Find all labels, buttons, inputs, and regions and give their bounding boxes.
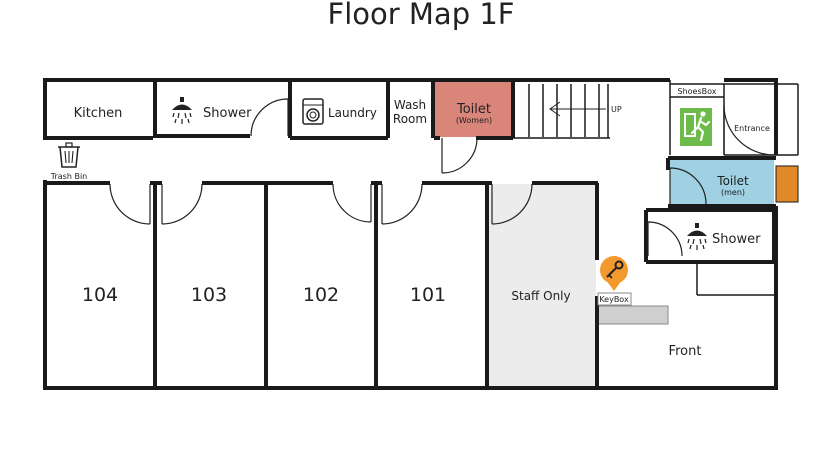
room-101-label: 101 bbox=[410, 284, 446, 306]
walls bbox=[43, 78, 778, 390]
wash-room-label-line1: Wash bbox=[394, 98, 426, 112]
toilet-men-sublabel: (men) bbox=[721, 188, 745, 197]
staff-area-fill bbox=[488, 184, 596, 388]
stairs: UP bbox=[528, 84, 622, 137]
page-title: Floor Map 1F bbox=[328, 0, 515, 31]
entrance-label: Entrance bbox=[734, 124, 770, 133]
shower-label: Shower bbox=[203, 106, 252, 121]
trash-bin-icon bbox=[58, 142, 80, 168]
wash-room-label-line2: Room bbox=[393, 112, 427, 126]
laundry-label: Laundry bbox=[328, 106, 377, 120]
key-box-label: KeyBox bbox=[599, 295, 629, 304]
exit-sign-icon bbox=[680, 108, 712, 146]
front-label: Front bbox=[669, 344, 702, 359]
toilet-men-label: Toilet bbox=[716, 174, 749, 188]
toilet-women-fill bbox=[434, 82, 513, 137]
kitchen-label: Kitchen bbox=[74, 106, 123, 121]
front-counter bbox=[597, 305, 669, 325]
room-102-label: 102 bbox=[303, 284, 339, 306]
shower-icon-right bbox=[687, 223, 707, 250]
stairs-up-label: UP bbox=[611, 105, 622, 114]
staff-only-label: Staff Only bbox=[511, 289, 570, 303]
outside-door-block bbox=[775, 165, 799, 203]
key-box-marker bbox=[597, 292, 632, 306]
toilet-men-fill bbox=[670, 160, 774, 207]
shoes-box-label: ShoesBox bbox=[677, 87, 716, 96]
washing-machine-icon bbox=[302, 98, 324, 125]
shower-right-label: Shower bbox=[712, 232, 761, 247]
shower-icon bbox=[172, 97, 192, 124]
doors bbox=[109, 98, 775, 257]
trash-bin-label: Trash Bin bbox=[50, 172, 87, 181]
room-103-label: 103 bbox=[191, 284, 227, 306]
room-104-label: 104 bbox=[82, 284, 118, 306]
toilet-women-label: Toilet bbox=[456, 102, 491, 117]
key-pin-icon bbox=[600, 256, 628, 291]
toilet-women-sublabel: (Women) bbox=[456, 116, 492, 125]
